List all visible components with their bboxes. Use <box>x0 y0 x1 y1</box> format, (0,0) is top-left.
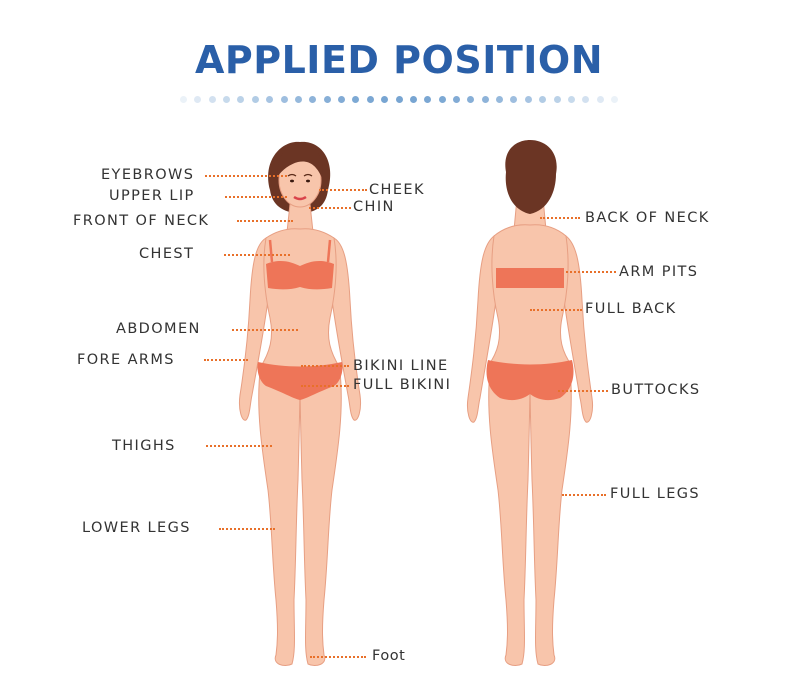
back-right-leg <box>529 369 572 667</box>
divider-dot <box>524 96 532 103</box>
label-thighs: THIGHS <box>112 438 176 454</box>
leader-bikini-line <box>301 365 349 367</box>
divider-dot <box>352 96 360 103</box>
label-cheek: CHEEK <box>369 182 425 198</box>
label-buttocks: BUTTOCKS <box>611 382 701 398</box>
leader-upper-lip <box>225 196 287 198</box>
divider-dot <box>467 96 475 103</box>
title-dot-divider <box>180 95 618 105</box>
leader-fore-arms <box>204 359 248 361</box>
divider-dot <box>366 96 374 103</box>
divider-dot <box>180 96 187 103</box>
leader-full-back <box>530 309 582 311</box>
label-abdomen: ABDOMEN <box>116 321 201 337</box>
back-bra-band <box>496 268 564 288</box>
back-torso <box>487 224 573 367</box>
front-right-leg <box>299 371 342 667</box>
divider-dot <box>596 96 604 103</box>
divider-dot <box>381 96 389 103</box>
leader-cheek <box>319 189 367 191</box>
divider-dot <box>452 96 460 103</box>
label-chest: CHEST <box>139 246 195 262</box>
divider-dot <box>323 96 331 103</box>
leader-thighs <box>206 445 272 447</box>
leader-back-of-neck <box>540 217 580 219</box>
page-title: APPLIED POSITION <box>194 38 604 82</box>
back-right-arm <box>563 234 593 423</box>
divider-dot <box>237 96 245 103</box>
front-bra <box>266 260 334 290</box>
divider-dot <box>567 96 575 103</box>
leader-abdomen <box>232 329 298 331</box>
divider-dot <box>266 96 274 103</box>
back-bikini <box>486 360 574 401</box>
label-eyebrows: EYEBROWS <box>101 167 195 183</box>
divider-dot <box>194 96 202 103</box>
leader-buttocks <box>558 390 608 392</box>
back-left-arm <box>467 234 497 423</box>
leader-full-bikini <box>301 385 349 387</box>
front-bikini <box>257 362 343 400</box>
label-back-of-neck: BACK OF NECK <box>585 210 710 226</box>
label-lower-legs: LOWER LEGS <box>82 520 191 536</box>
divider-dot <box>438 96 446 103</box>
divider-dot <box>510 96 518 103</box>
back-left-leg <box>488 369 531 667</box>
front-hair-front <box>277 143 323 178</box>
divider-dot <box>280 96 288 103</box>
label-upper-lip: UPPER LIP <box>109 188 195 204</box>
leader-lower-legs <box>219 528 275 530</box>
leader-chin <box>309 207 351 209</box>
label-foot: Foot <box>372 648 406 664</box>
divider-dot <box>553 96 561 103</box>
label-fore-arms: FORE ARMS <box>77 352 175 368</box>
divider-dot <box>611 96 618 103</box>
divider-dot <box>208 96 216 103</box>
back-figure <box>467 140 593 667</box>
leader-arm-pits <box>566 271 616 273</box>
label-full-legs: FULL LEGS <box>610 486 700 502</box>
divider-dot <box>338 96 346 103</box>
divider-dot <box>409 96 417 103</box>
label-front-of-neck: FRONT OF NECK <box>73 213 210 229</box>
divider-dot <box>539 96 547 103</box>
divider-dot <box>395 96 403 103</box>
back-hair <box>505 140 557 214</box>
divider-dot <box>481 96 489 103</box>
divider-dot <box>424 96 432 103</box>
leader-front-of-neck <box>237 220 293 222</box>
divider-dot <box>309 96 317 103</box>
leader-eyebrows <box>205 175 287 177</box>
label-bikini-line: BIKINI LINE <box>353 358 449 374</box>
divider-dot <box>223 96 231 103</box>
leader-chest <box>224 254 290 256</box>
label-full-back: FULL BACK <box>585 301 677 317</box>
label-chin: CHIN <box>353 199 395 215</box>
divider-dot <box>294 96 302 103</box>
divider-dot <box>582 96 590 103</box>
front-left-leg <box>258 371 301 667</box>
label-full-bikini: FULL BIKINI <box>353 377 452 393</box>
label-arm-pits: ARM PITS <box>619 264 699 280</box>
leader-full-legs <box>562 494 606 496</box>
divider-dot <box>251 96 259 103</box>
leader-foot <box>310 656 366 658</box>
front-right-arm <box>331 237 361 421</box>
divider-dot <box>496 96 504 103</box>
